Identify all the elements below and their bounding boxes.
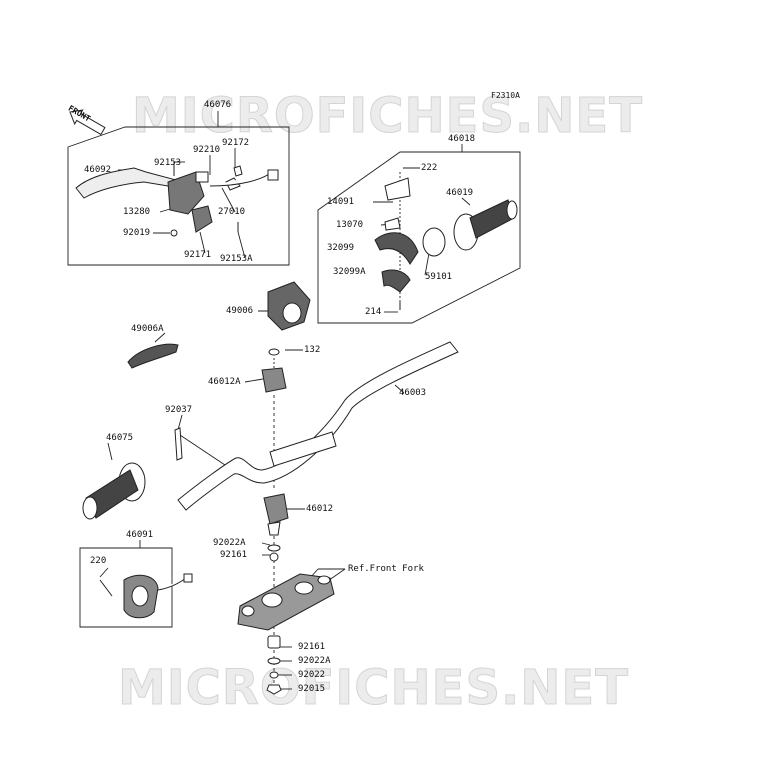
part-label-214: 214 bbox=[365, 307, 382, 317]
tie-92037-drawing bbox=[174, 427, 183, 461]
part-label-27010: 27010 bbox=[218, 207, 246, 217]
left-grip-drawing bbox=[82, 462, 146, 520]
part-label-46091: 46091 bbox=[126, 530, 154, 540]
part-label-92022: 92022 bbox=[298, 670, 326, 680]
part-label-92161-bottom: 92161 bbox=[298, 642, 326, 652]
part-label-92161-top: 92161 bbox=[220, 550, 248, 560]
part-label-132: 132 bbox=[304, 345, 321, 355]
part-label-92210: 92210 bbox=[193, 145, 221, 155]
part-label-92037: 92037 bbox=[165, 405, 193, 415]
watermark-top: MICROFICHES.NET bbox=[132, 88, 643, 145]
clamp-drawing bbox=[261, 348, 289, 536]
part-label-46076: 46076 bbox=[204, 100, 232, 110]
triple-clamp-drawing bbox=[237, 544, 335, 695]
part-label-220: 220 bbox=[90, 556, 107, 566]
box-46091 bbox=[79, 547, 173, 628]
part-label-92171: 92171 bbox=[184, 250, 212, 260]
part-label-92022A-top: 92022A bbox=[213, 538, 246, 548]
diagram-code: F2310A bbox=[491, 91, 520, 100]
part-label-46012A: 46012A bbox=[208, 377, 241, 387]
part-label-92015: 92015 bbox=[298, 684, 326, 694]
part-label-49006: 49006 bbox=[226, 306, 254, 316]
throttle-housing-drawing bbox=[374, 177, 446, 310]
part-label-46075: 46075 bbox=[106, 433, 134, 443]
clutch-lever-drawing bbox=[75, 162, 279, 237]
part-label-46092: 46092 bbox=[84, 165, 112, 175]
part-label-13070: 13070 bbox=[336, 220, 364, 230]
part-label-13280: 13280 bbox=[123, 207, 151, 217]
block-49006-drawing bbox=[267, 281, 311, 331]
guard-49006A-drawing bbox=[127, 343, 179, 369]
part-label-222: 222 bbox=[421, 163, 438, 173]
part-label-32099A: 32099A bbox=[333, 267, 366, 277]
part-label-92022A-bottom: 92022A bbox=[298, 656, 331, 666]
part-label-59101: 59101 bbox=[425, 272, 453, 282]
box-46076 bbox=[67, 126, 290, 266]
handlebar-drawing bbox=[177, 341, 459, 511]
part-label-46018: 46018 bbox=[448, 134, 476, 144]
right-grip-drawing bbox=[453, 199, 518, 251]
part-label-92019: 92019 bbox=[123, 228, 151, 238]
part-label-49006A: 49006A bbox=[131, 324, 164, 334]
ref-front-fork-label: Ref.Front Fork bbox=[348, 564, 424, 574]
part-label-92172: 92172 bbox=[222, 138, 250, 148]
watermark-bottom: MICROFICHES.NET bbox=[118, 660, 629, 717]
part-label-92153: 92153 bbox=[154, 158, 182, 168]
front-arrow-icon bbox=[69, 109, 106, 136]
part-label-46012: 46012 bbox=[306, 504, 334, 514]
part-label-46003: 46003 bbox=[399, 388, 427, 398]
part-label-32099: 32099 bbox=[327, 243, 355, 253]
part-label-14091: 14091 bbox=[327, 197, 355, 207]
part-label-92153A: 92153A bbox=[220, 254, 253, 264]
part-label-46019: 46019 bbox=[446, 188, 474, 198]
box-46018 bbox=[317, 151, 521, 324]
switch-46091-drawing bbox=[99, 573, 193, 619]
